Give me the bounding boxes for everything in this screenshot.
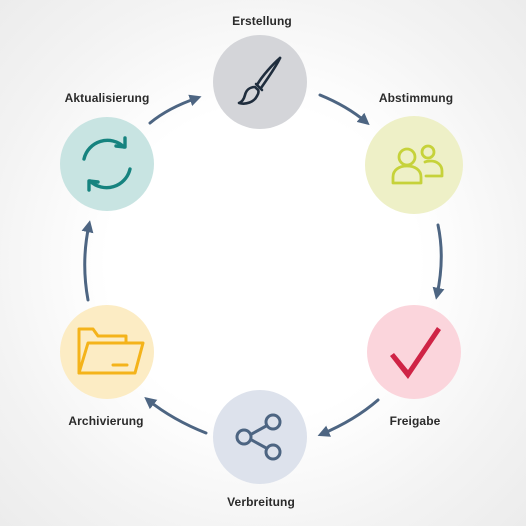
flow-arrows: [81, 93, 445, 437]
label-abstimmung: Abstimmung: [378, 91, 454, 105]
folder-icon: [77, 327, 145, 375]
label-erstellung: Erstellung: [232, 14, 292, 28]
refresh-icon: [82, 136, 132, 192]
checkmark-icon: [390, 327, 441, 379]
paintbrush-icon: [237, 56, 282, 105]
node-abstimmung: [365, 116, 463, 214]
node-aktualisierung: [60, 117, 154, 211]
node-aktualisierung-circle: [60, 117, 154, 211]
node-freigabe-circle: [367, 305, 461, 399]
arrow-aktualisierung-to-erstellung: [148, 94, 202, 125]
node-archivierung: [60, 305, 154, 399]
arrow-archivierung-to-aktualisierung: [81, 220, 94, 302]
node-erstellung: [213, 35, 307, 129]
arrow-abstimmung-to-freigabe: [432, 223, 445, 300]
node-verbreitung: [213, 390, 307, 484]
label-verbreitung: Verbreitung: [227, 495, 295, 509]
people-icon: [391, 144, 444, 185]
node-verbreitung-circle: [213, 390, 307, 484]
label-aktualisierung: Aktualisierung: [64, 91, 150, 105]
share-icon: [235, 413, 282, 461]
node-freigabe: [367, 305, 461, 399]
arrow-verbreitung-to-archivierung: [144, 397, 208, 435]
arrow-erstellung-to-abstimmung: [318, 93, 370, 126]
arrow-freigabe-to-verbreitung: [317, 398, 380, 437]
label-freigabe: Freigabe: [389, 414, 441, 428]
node-abstimmung-circle: [365, 116, 463, 214]
label-archivierung: Archivierung: [68, 414, 144, 428]
